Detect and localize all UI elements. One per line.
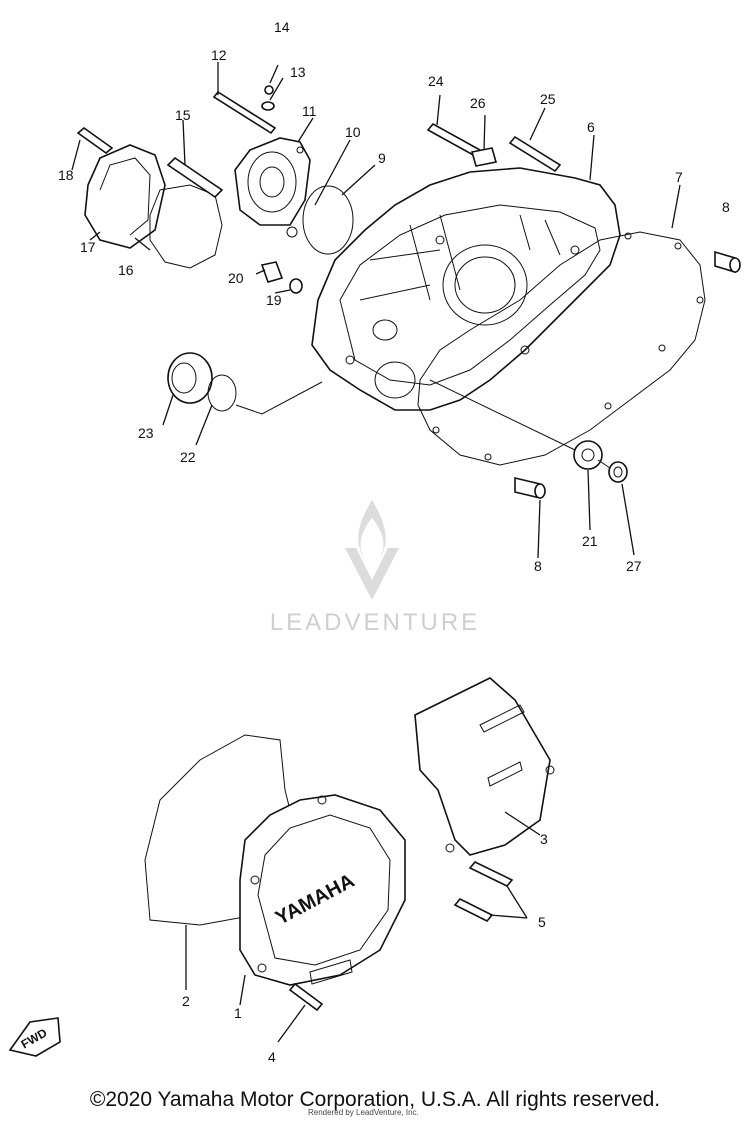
callout-4: 4 [268, 1049, 276, 1065]
callout-8-lower: 8 [534, 558, 542, 574]
callout-14: 14 [274, 19, 290, 35]
callout-23: 23 [138, 425, 154, 441]
callout-24: 24 [428, 73, 444, 89]
pump-cover [84, 144, 166, 249]
callout-17: 17 [80, 239, 96, 255]
water-pump-housing [234, 137, 311, 226]
seal-axis-line [429, 379, 611, 469]
plug-20 [260, 261, 284, 283]
sprocket-cover [414, 677, 555, 856]
callout-16: 16 [118, 262, 134, 278]
callout-9: 9 [378, 150, 386, 166]
callout-10: 10 [345, 124, 361, 140]
seal-cap-23 [167, 352, 213, 404]
dowel-pin-right [714, 250, 741, 274]
callout-13: 13 [290, 64, 306, 80]
callout-7: 7 [675, 169, 683, 185]
rendered-by-credit: Rendered by LeadVenture, Inc. [308, 1108, 419, 1117]
o-ring-9 [302, 185, 354, 255]
callout-3: 3 [540, 831, 548, 847]
callout-25: 25 [540, 91, 556, 107]
callout-26: 26 [470, 95, 486, 111]
callout-18: 18 [58, 167, 74, 183]
fwd-arrow-icon: FWD [8, 1017, 61, 1057]
watermark-text: LEADVENTURE [270, 609, 480, 636]
crankcase-cover [311, 167, 621, 411]
copyright-notice: ©2020 Yamaha Motor Corporation, U.S.A. A… [89, 1088, 661, 1111]
o-ring-22 [207, 374, 237, 412]
bolt-15 [166, 156, 224, 199]
clamp-26 [470, 147, 498, 167]
callout-6: 6 [587, 119, 595, 135]
leadventure-watermark: LEADVENTURE [270, 500, 480, 636]
stator-cover: YAMAHA [239, 794, 406, 986]
washer-19 [289, 278, 303, 294]
pump-cover-gasket [149, 184, 223, 269]
callout-12: 12 [211, 47, 227, 63]
circlip [608, 461, 628, 483]
callout-11: 11 [302, 103, 317, 119]
callout-2: 2 [182, 993, 190, 1009]
callout-5: 5 [538, 914, 546, 930]
screw-14 [264, 85, 274, 95]
gasket-holes [432, 232, 704, 461]
dowel-pin-lower [514, 476, 546, 500]
oil-seal [573, 440, 603, 470]
washer-13 [261, 101, 275, 111]
bolt-5a [468, 861, 514, 887]
callout-1: 1 [234, 1005, 242, 1021]
bolt-4 [288, 982, 324, 1012]
callout-20: 20 [228, 270, 244, 286]
bolt-5b [453, 898, 494, 922]
callout-27: 27 [626, 558, 642, 574]
callout-19: 19 [266, 292, 282, 308]
bolt-18 [76, 126, 114, 155]
cap-axis-line [235, 381, 323, 415]
leader-lines [71, 62, 681, 1043]
callout-labels: 14 13 12 11 10 9 15 18 17 16 20 19 23 22… [58, 19, 730, 1065]
bolt-12 [212, 90, 277, 135]
bolt-25 [508, 135, 562, 173]
callout-15: 15 [175, 107, 191, 123]
callout-22: 22 [180, 449, 196, 465]
cover-gasket [417, 231, 706, 466]
callout-8-right: 8 [722, 199, 730, 215]
callout-21: 21 [582, 533, 598, 549]
o-ring-10 [286, 226, 298, 238]
